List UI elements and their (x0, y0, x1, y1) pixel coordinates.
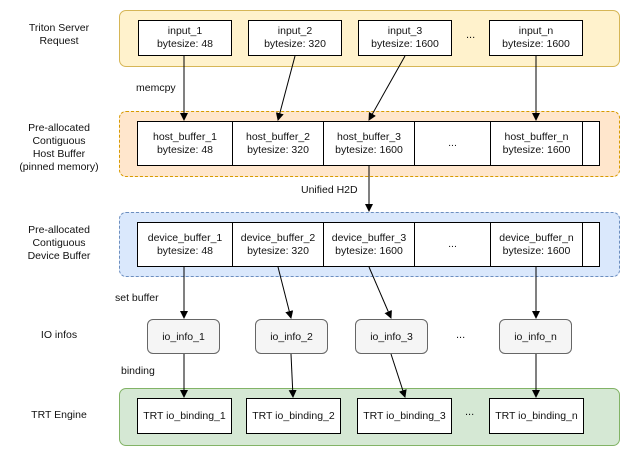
device-buffer-cell-tail (582, 222, 600, 267)
device-buffer-name: device_buffer_2 (240, 231, 316, 244)
host-buffer-name: host_buffer_2 (245, 130, 311, 143)
device-buffer-name: device_buffer_n (499, 231, 574, 244)
host-buffer-bytesize: bytesize: 48 (156, 143, 214, 156)
input-bytesize: bytesize: 1600 (502, 38, 570, 50)
binding-arrow-3 (390, 353, 407, 398)
device-buffer-cell-n: device_buffer_n bytesize: 1600 (490, 222, 582, 267)
host-buffer-cell-1: host_buffer_1 bytesize: 48 (137, 121, 232, 166)
trt-binding-ellipsis: ... (465, 406, 475, 418)
host-buffer-bytesize: bytesize: 1600 (335, 143, 403, 156)
host-buffer-name: host_buffer_1 (152, 130, 218, 143)
row-label-io-infos: IO infos (40, 329, 78, 341)
input-name: input_2 (277, 25, 313, 37)
device-buffer-bytesize: bytesize: 1600 (335, 244, 403, 257)
io-info-3: io_info_3 (355, 319, 428, 354)
row-label-trt-engine: TRT Engine (31, 409, 87, 421)
device-buffer-cell-1: device_buffer_1 bytesize: 48 (137, 222, 232, 267)
row-label-request: Triton Server Request (28, 22, 90, 47)
input-name: input_1 (167, 25, 203, 37)
input-ellipsis: ... (466, 29, 476, 41)
device-buffer-bytesize: bytesize: 48 (156, 244, 214, 257)
trt-binding-n: TRT io_binding_n (489, 398, 584, 434)
host-buffer-cell-3: host_buffer_3 bytesize: 1600 (323, 121, 414, 166)
host-buffer-name: host_buffer_3 (336, 130, 402, 143)
device-buffer-name: device_buffer_1 (147, 231, 223, 244)
set-buffer-arrow-2 (277, 266, 294, 319)
input-box-1: input_1 bytesize: 48 (138, 20, 232, 56)
device-buffer-cell-3: device_buffer_3 bytesize: 1600 (323, 222, 414, 267)
input-bytesize: bytesize: 1600 (371, 38, 439, 50)
device-buffer-cell-ellipsis: ... (414, 222, 490, 267)
trt-binding-2: TRT io_binding_2 (246, 398, 341, 434)
host-buffer-cell-tail (582, 121, 600, 166)
host-buffer-name: host_buffer_n (504, 130, 569, 143)
input-bytesize: bytesize: 320 (264, 38, 326, 50)
device-buffer-name: device_buffer_3 (331, 231, 407, 244)
trt-binding-1: TRT io_binding_1 (137, 398, 232, 434)
memcpy-label: memcpy (136, 82, 176, 94)
row-label-host-buffer: Pre-allocated Contiguous Host Buffer (pi… (19, 122, 99, 173)
io-info-ellipsis: ... (456, 329, 466, 341)
input-box-2: input_2 bytesize: 320 (248, 20, 342, 56)
host-buffer-cell-2: host_buffer_2 bytesize: 320 (232, 121, 323, 166)
host-buffer-cell-n: host_buffer_n bytesize: 1600 (490, 121, 582, 166)
input-name: input_n (518, 25, 554, 37)
host-buffer-cell-ellipsis: ... (414, 121, 490, 166)
io-info-n: io_info_n (499, 319, 572, 354)
unified-h2d-label: Unified H2D (301, 184, 358, 196)
input-bytesize: bytesize: 48 (156, 38, 214, 50)
device-buffer-cell-2: device_buffer_2 bytesize: 320 (232, 222, 323, 267)
input-box-3: input_3 bytesize: 1600 (358, 20, 452, 56)
io-info-2: io_info_2 (255, 319, 328, 354)
set-buffer-label: set buffer (115, 292, 159, 304)
device-buffer-bytesize: bytesize: 320 (247, 244, 309, 257)
row-label-device-buffer: Pre-allocated Contiguous Device Buffer (27, 224, 91, 262)
input-name: input_3 (387, 25, 423, 37)
binding-label: binding (121, 365, 155, 377)
device-buffer-bytesize: bytesize: 1600 (502, 244, 571, 257)
input-box-n: input_n bytesize: 1600 (489, 20, 583, 56)
memcpy-arrow-3 (368, 55, 406, 121)
host-buffer-ellipsis: ... (448, 137, 457, 149)
binding-arrow-2 (288, 353, 297, 398)
io-info-1: io_info_1 (147, 319, 220, 354)
host-buffer-bytesize: bytesize: 320 (247, 143, 309, 156)
host-buffer-bytesize: bytesize: 1600 (502, 143, 571, 156)
set-buffer-arrow-3 (368, 266, 392, 319)
trt-binding-3: TRT io_binding_3 (357, 398, 452, 434)
memcpy-arrow-2 (275, 55, 296, 121)
device-buffer-ellipsis: ... (448, 238, 457, 250)
